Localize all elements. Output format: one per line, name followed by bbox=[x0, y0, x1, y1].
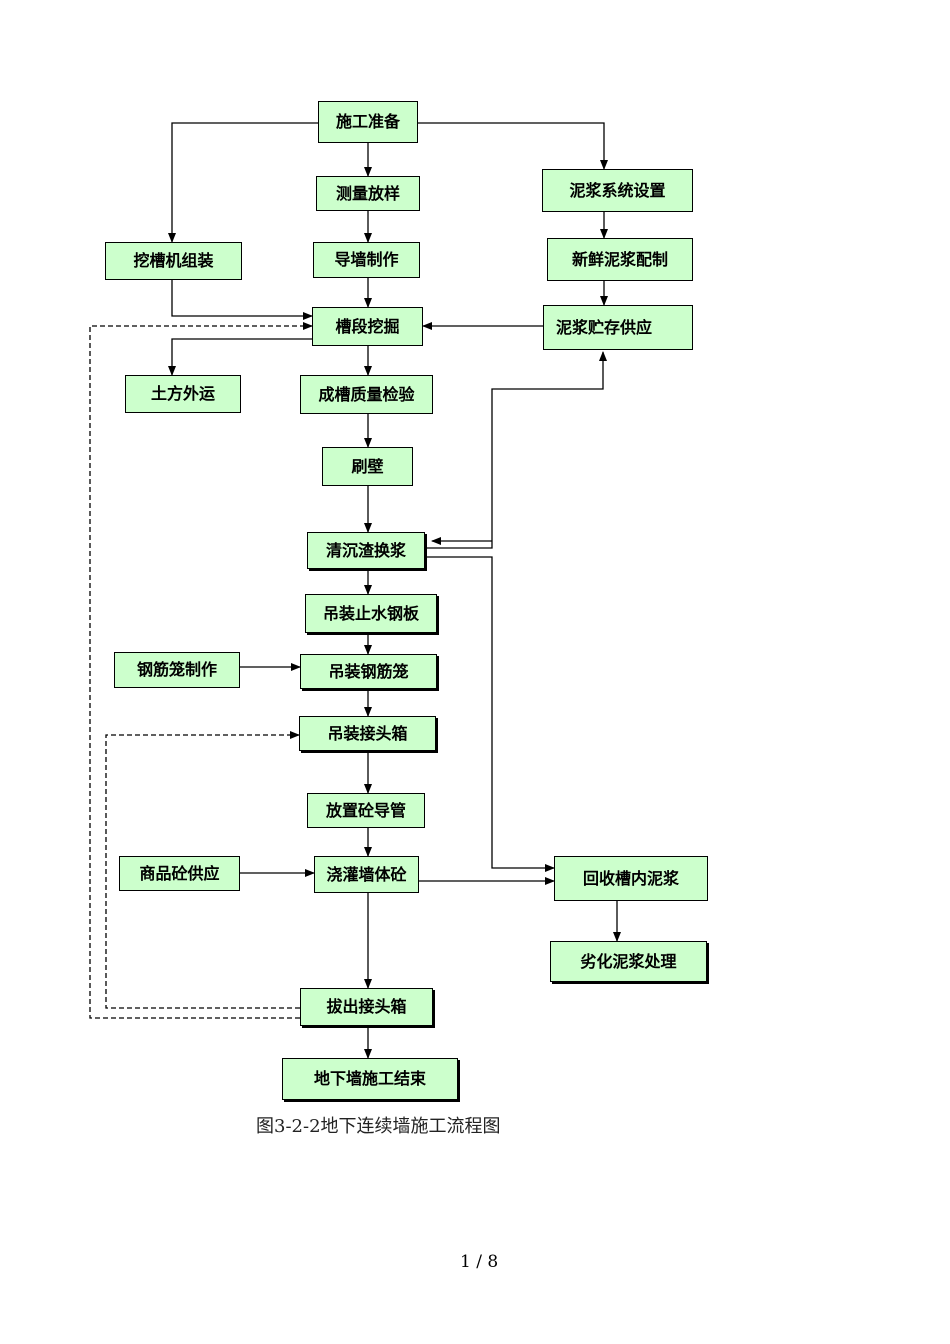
node-cage-make: 钢筋笼制作 bbox=[114, 652, 240, 688]
node-survey: 测量放样 bbox=[316, 176, 420, 211]
node-trench: 槽段挖掘 bbox=[312, 307, 423, 346]
arrow-clean-supply bbox=[425, 351, 607, 549]
node-recover: 回收槽内泥浆 bbox=[554, 856, 708, 901]
arrow-excavator-trench bbox=[171, 280, 313, 320]
dashed-pull-trench bbox=[89, 322, 313, 1019]
node-prep: 施工准备 bbox=[318, 101, 418, 143]
node-guide-wall: 导墙制作 bbox=[313, 242, 420, 278]
node-joint-box: 吊装接头箱 bbox=[299, 716, 436, 751]
node-brush: 刷壁 bbox=[322, 447, 413, 486]
arrow-clean-recover bbox=[425, 556, 555, 872]
node-earth: 土方外运 bbox=[125, 375, 241, 413]
node-clean: 清沉渣换浆 bbox=[307, 532, 425, 569]
node-waste: 劣化泥浆处理 bbox=[550, 941, 707, 982]
node-slurry-supply: 泥浆贮存供应 bbox=[543, 305, 693, 350]
arrow-prep-excavator bbox=[168, 122, 318, 243]
arrow-prep-slurrysetup bbox=[418, 122, 608, 170]
node-quality: 成槽质量检验 bbox=[300, 375, 433, 414]
arrow-trench-earth bbox=[168, 338, 312, 376]
node-end: 地下墙施工结束 bbox=[282, 1058, 458, 1100]
dashed-pull-jointbox bbox=[105, 731, 300, 1009]
node-cage-lift: 吊装钢筋笼 bbox=[300, 654, 437, 689]
node-tremie: 放置砼导管 bbox=[307, 793, 425, 828]
node-waterstop: 吊装止水钢板 bbox=[305, 594, 437, 633]
node-pour: 浇灌墙体砼 bbox=[314, 856, 419, 893]
node-pull: 拔出接头箱 bbox=[300, 988, 433, 1026]
node-fresh-slurry: 新鲜泥浆配制 bbox=[547, 238, 693, 281]
figure-caption: 图3-2-2地下连续墙施工流程图 bbox=[256, 1116, 501, 1137]
page-number: 1 / 8 bbox=[460, 1252, 499, 1272]
node-slurry-setup: 泥浆系统设置 bbox=[542, 169, 693, 212]
node-excavator: 挖槽机组装 bbox=[105, 242, 242, 280]
node-concrete-supply: 商品砼供应 bbox=[119, 856, 240, 891]
